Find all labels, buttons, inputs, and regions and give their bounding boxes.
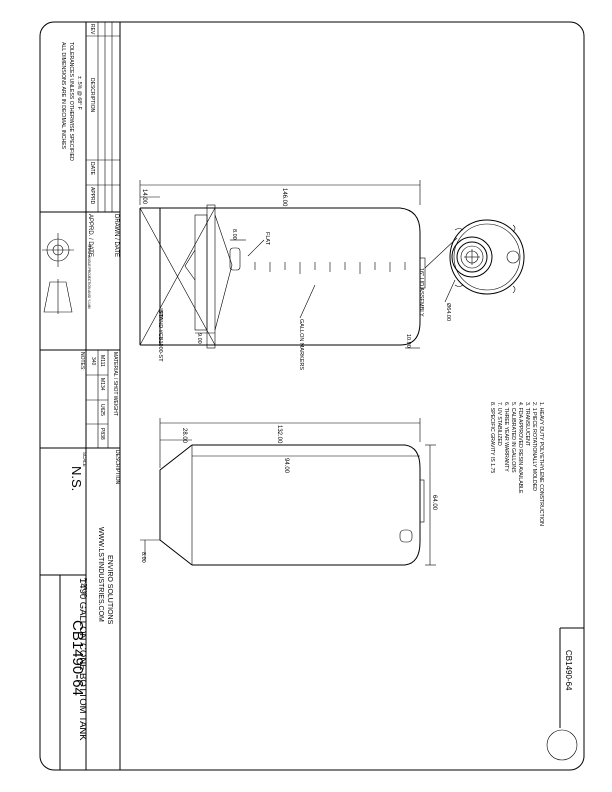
side-view-tank: 132.00 28.00 94.00 64.00 8.00	[140, 418, 437, 566]
side-view-with-stand: 146.00 14.00 8.00 FLAT 9.00 10.00 STAND …	[139, 180, 426, 370]
revision-table: REV DESCRIPTION DATE APPRD	[86, 22, 120, 212]
tolerance-line-3: ± .5% @ 68° F	[76, 76, 82, 110]
part-no-label: PART NO.	[83, 578, 88, 599]
tolerance-line-2: TOLERANCES UNLESS OTHERWISE SPECIFIED	[68, 42, 74, 161]
material-p838: P838	[99, 428, 105, 440]
scale-label: SCALE	[82, 452, 87, 467]
stand-height-dim: 14.00	[141, 189, 147, 205]
rev-description-header: DESCRIPTION	[89, 78, 95, 113]
projection-label: THIRD ANGLE PROJECTION ANSI Y-14M	[87, 244, 91, 309]
flat-dim: 8.00	[231, 229, 237, 240]
top-diameter-label: Ø64.00	[445, 303, 451, 321]
rev-header: REV	[89, 24, 95, 35]
tolerance-line-1: ALL DIMENSIONS ARE IN DECIMAL INCHES	[60, 42, 66, 150]
gallon-markers-label: GALLON MARKERS	[298, 319, 304, 370]
material-weight-header: MATERIAL / SHOT WEIGHT	[112, 352, 118, 416]
feature-4: 4. FDA APPROVED RESIN AVAILABLE	[517, 402, 523, 494]
scale-value: N.S.	[69, 466, 84, 491]
flat-label: FLAT	[264, 232, 270, 246]
notes-label: NOTES:	[79, 352, 85, 371]
part-description: 1490 GALLON CONE BOTTOM TANK	[77, 578, 88, 741]
weight-m111: 340	[90, 357, 96, 366]
stand-label: STAND #CB1000-ST	[157, 310, 163, 362]
corner-circle	[546, 729, 578, 761]
feature-7: 7. UV STABILIZED	[496, 402, 502, 446]
lid-assembly-label: 16" LID ASSEMBLY	[418, 268, 424, 317]
rev-date-header: DATE	[89, 162, 95, 176]
feature-3: 3. TRANSLUCENT	[524, 402, 530, 447]
appd-date-label: APPRD. / DATE	[87, 214, 93, 257]
top-view: Ø64.00 16" LID ASSEMBLY	[418, 219, 525, 321]
company-name: ENVIRO SOLUTIONS	[106, 555, 113, 625]
tank-height-dim: 132.00	[276, 425, 282, 444]
lid-offset-dim: 10.00	[405, 334, 411, 348]
feature-8: 8. SPECIFIC GRAVITY IS 1.75	[489, 402, 495, 473]
material-m111: M111	[99, 355, 105, 367]
material-table: MATERIAL / SHOT WEIGHT M111 M134 U625 P8…	[79, 350, 118, 448]
part-number: CB1490-64	[69, 620, 86, 696]
feature-6: 6. THREE YEAR WARRANTY	[503, 402, 509, 472]
features-list: 1. HEAVY DUTY POLYETHYLENE CONSTRUCTION …	[489, 402, 544, 526]
diameter-dim: 64.00	[431, 495, 437, 511]
stand-leg-dim: 9.00	[196, 333, 202, 344]
feature-1: 1. HEAVY DUTY POLYETHYLENE CONSTRUCTION	[538, 402, 544, 526]
projection-symbol: THIRD ANGLE PROJECTION ANSI Y-14M	[42, 233, 91, 314]
body-height-dim: 94.00	[283, 458, 289, 474]
drawn-date-label: DRAWN / DATE	[113, 214, 119, 257]
corner-part-label: CB1490-64	[564, 650, 573, 691]
rev-apprd-header: APPRD	[89, 187, 95, 205]
feature-5: 5. CALIBRATED IN GALLONS	[510, 402, 516, 473]
material-u625: U625	[99, 404, 105, 416]
material-m134: M134	[99, 378, 105, 391]
sheet-border	[39, 21, 585, 771]
description-label: DESCRIPTION	[114, 450, 120, 485]
feature-2: 2. 1 PIECE ROTATIONALLY MOLDED	[531, 402, 537, 491]
cone-height-dim: 28.00	[181, 428, 187, 444]
outlet-dim: 8.00	[140, 552, 146, 563]
overall-height-dim: 146.00	[281, 188, 287, 207]
company-website: WWW.LSTINDUSTRIES.COM	[97, 527, 104, 622]
